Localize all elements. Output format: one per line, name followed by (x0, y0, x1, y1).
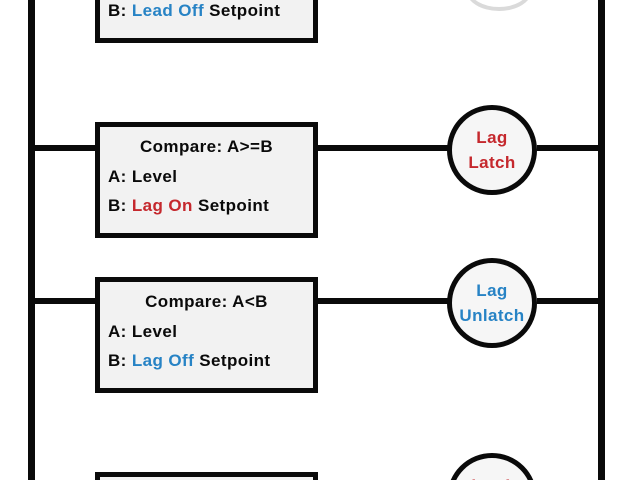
compare-block-bottom-partial (95, 472, 318, 480)
operand-b-keyword: Lag On (131, 196, 193, 215)
lag-unlatch-coil: Lag Unlatch (447, 258, 537, 348)
operand-b-prefix: B: (108, 351, 127, 370)
compare-expression: Compare: A>=B (139, 137, 274, 156)
lag1-coil-partial: Lag1 (447, 453, 537, 480)
operand-b-prefix: B: (108, 1, 127, 20)
operand-a-label: A: Level (108, 322, 178, 341)
coil-label-line1: Lag (476, 128, 508, 147)
rung-wire (537, 145, 598, 151)
operand-b-suffix: Setpoint (199, 351, 271, 370)
operand-a-label: A: Level (108, 167, 178, 186)
operand-b-suffix: Setpoint (197, 196, 270, 215)
coil-label-line1: Lag (476, 281, 508, 300)
operand-b-prefix: B: (108, 196, 127, 215)
coil-label-line1: Lag1 (471, 473, 512, 480)
coil-label-line2: Unlatch (459, 306, 525, 325)
operand-b-label: B: Lag On Setpoint (108, 196, 269, 216)
compare-block-lag-on: Compare: A>=B A: Level B: Lag On Setpoin… (95, 122, 318, 238)
operand-b-suffix: Setpoint (209, 1, 281, 20)
operand-b-label: B: Lag Off Setpoint (108, 351, 271, 371)
rung-wire (537, 298, 598, 304)
operand-b-label: B: Lead Off Setpoint (108, 1, 280, 21)
lag-latch-coil: Lag Latch (447, 105, 537, 195)
rung-wire (35, 298, 95, 304)
compare-expression: Compare: A<B (145, 292, 268, 311)
rung-wire (35, 145, 95, 151)
coil-fragment-top (466, 0, 532, 11)
rung-wire (318, 145, 448, 151)
left-power-rail (28, 0, 35, 480)
compare-block-lead-off-partial: B: Lead Off Setpoint (95, 0, 318, 43)
operand-b-keyword: Lag Off (131, 351, 195, 370)
compare-block-lag-off: Compare: A<B A: Level B: Lag Off Setpoin… (95, 277, 318, 393)
coil-label-line2: Latch (468, 153, 516, 172)
right-power-rail (598, 0, 605, 480)
operand-b-keyword: Lead Off (131, 1, 205, 20)
rung-wire (318, 298, 448, 304)
